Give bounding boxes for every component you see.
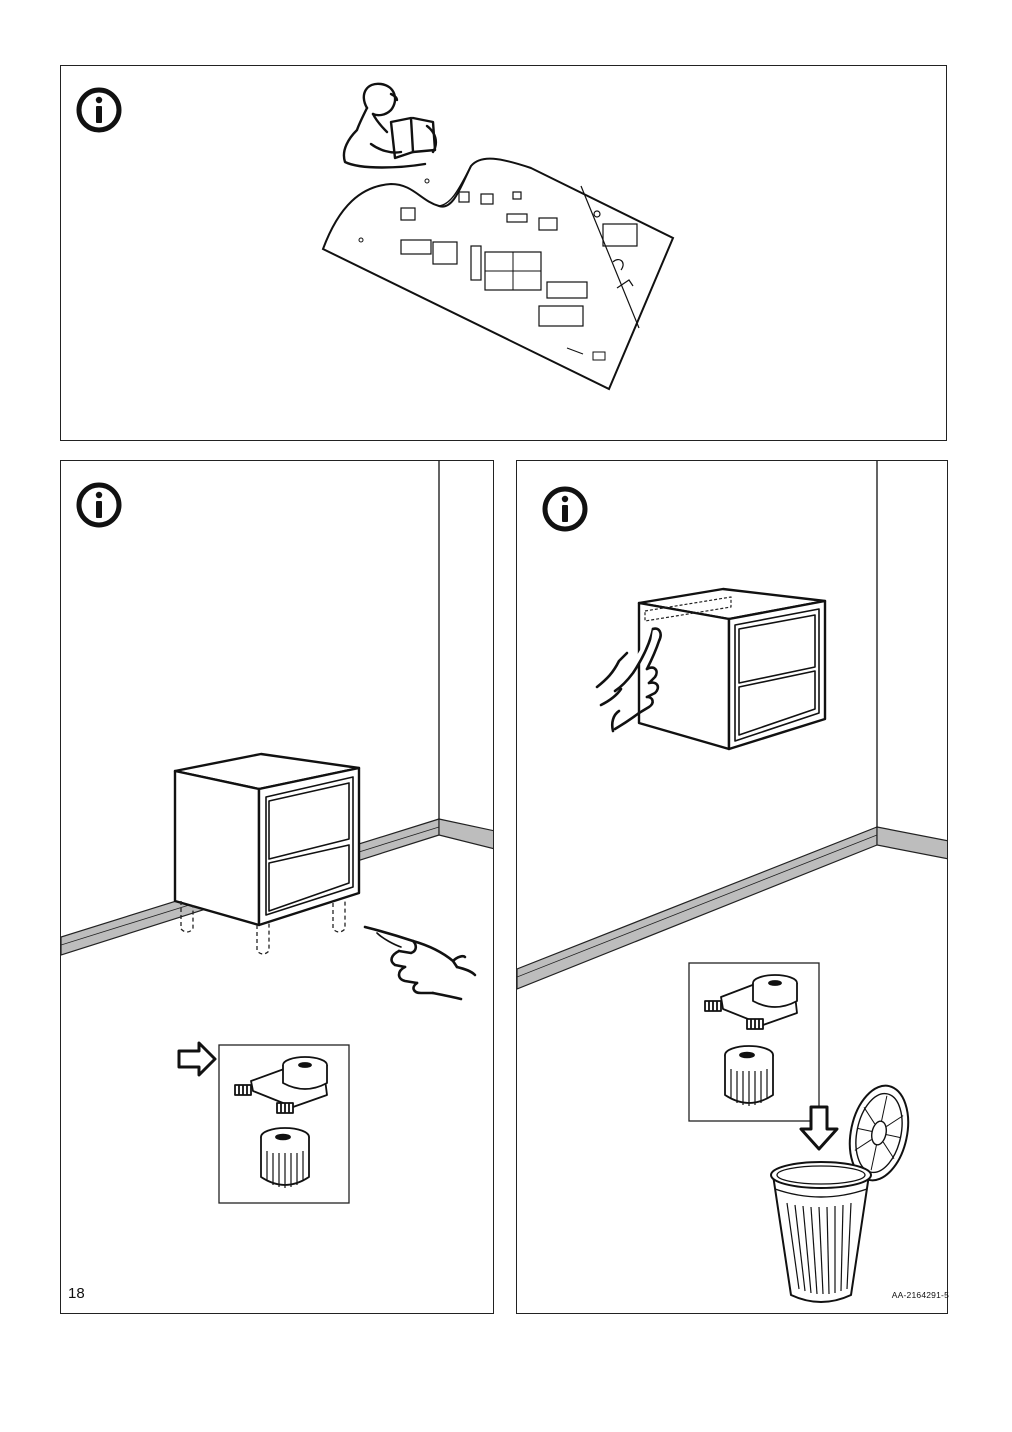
pointing-hand-icon bbox=[595, 627, 662, 733]
trash-bin-icon bbox=[770, 1084, 910, 1303]
panel-with-legs bbox=[60, 460, 494, 1314]
panel-wall-mounted bbox=[516, 460, 948, 1314]
leg-adapter-icon bbox=[218, 1044, 350, 1204]
info-icon bbox=[542, 486, 588, 532]
pointing-hand-icon bbox=[363, 925, 477, 1001]
document-code: AA-2164291-5 bbox=[891, 1290, 949, 1300]
cabinet-icon bbox=[173, 752, 361, 927]
skirting-board bbox=[517, 826, 947, 990]
page-number: 18 bbox=[68, 1285, 85, 1302]
arrow-right-icon bbox=[177, 1041, 217, 1077]
leg-adapter-icon bbox=[688, 962, 820, 1122]
legs-icon bbox=[180, 899, 346, 955]
reading-person-icon bbox=[342, 82, 438, 169]
arrow-down-icon bbox=[799, 1105, 839, 1151]
instruction-sheet-icon bbox=[321, 157, 675, 391]
info-icon bbox=[76, 87, 122, 133]
panel-read-instructions bbox=[60, 65, 947, 441]
info-icon bbox=[76, 482, 122, 528]
cabinet-icon bbox=[637, 587, 827, 751]
